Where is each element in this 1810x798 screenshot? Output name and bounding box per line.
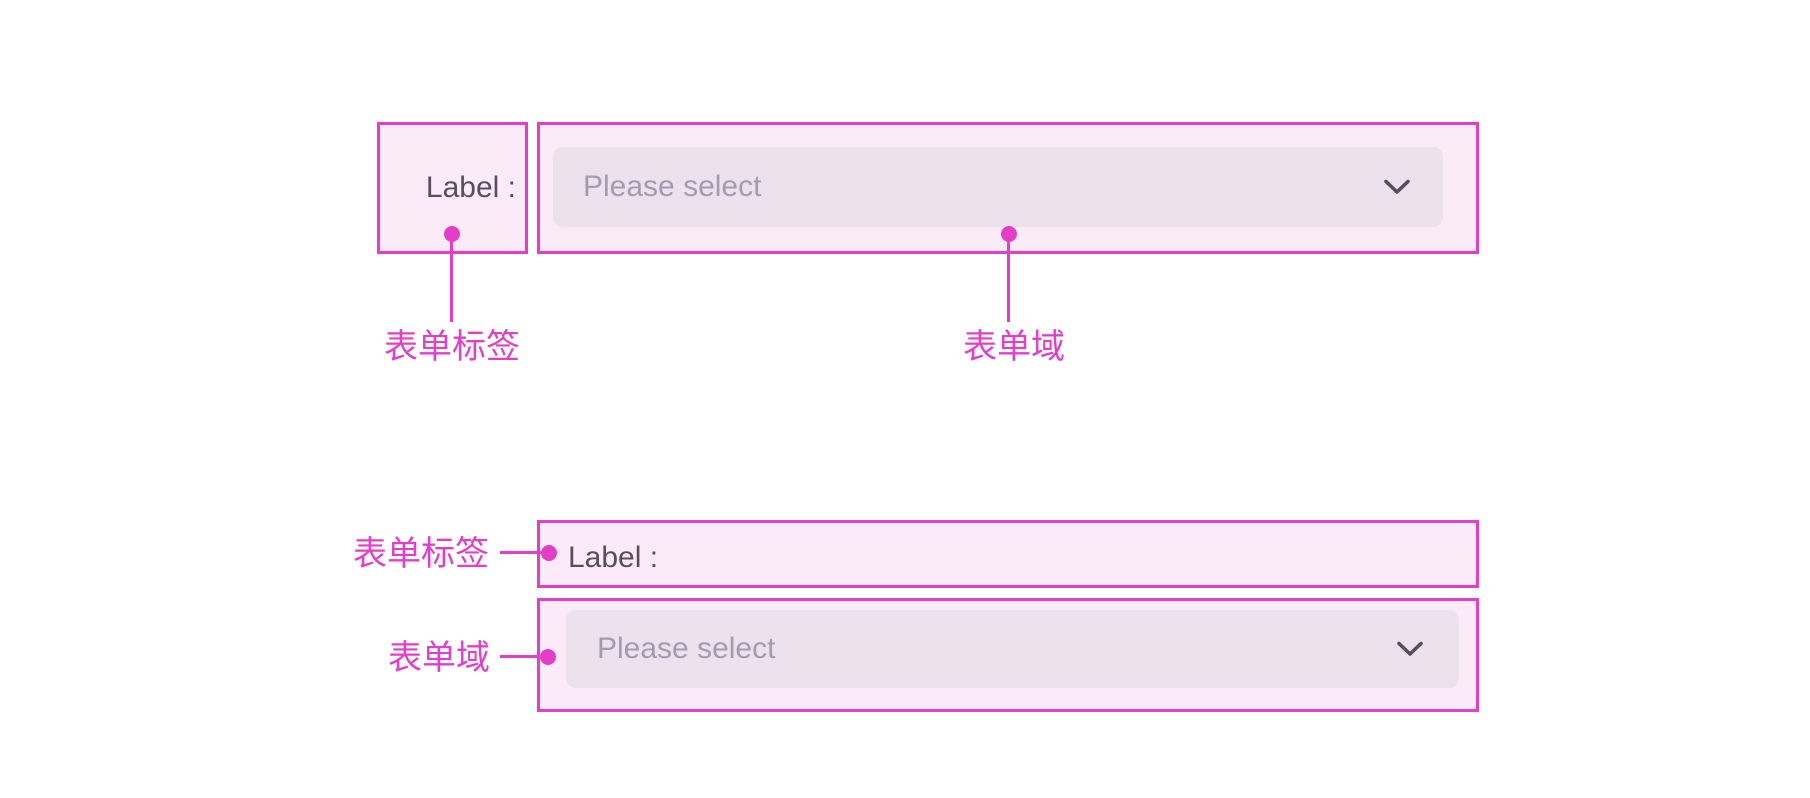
- form-field-box: Please select: [537, 598, 1479, 712]
- form-label-box: Label :: [537, 520, 1479, 588]
- label-annotation: 表单标签: [353, 535, 489, 573]
- annotation-line: [500, 655, 549, 658]
- annotation-line: [450, 234, 453, 322]
- form-label: Label :: [568, 541, 659, 574]
- field-annotation: 表单域: [388, 639, 490, 677]
- select-placeholder: Please select: [597, 632, 776, 665]
- annotation-line: [1007, 234, 1010, 322]
- select-placeholder: Please select: [583, 170, 762, 203]
- form-label: Label :: [425, 171, 516, 204]
- select-input[interactable]: Please select: [553, 147, 1443, 227]
- chevron-down-icon: [1397, 641, 1423, 657]
- select-input[interactable]: Please select: [566, 610, 1459, 688]
- annotation-dot: [540, 649, 556, 665]
- field-annotation: 表单域: [963, 328, 1065, 366]
- annotation-dot: [541, 545, 557, 561]
- annotation-line: [500, 551, 549, 554]
- chevron-down-icon: [1384, 179, 1410, 195]
- label-annotation: 表单标签: [384, 328, 520, 366]
